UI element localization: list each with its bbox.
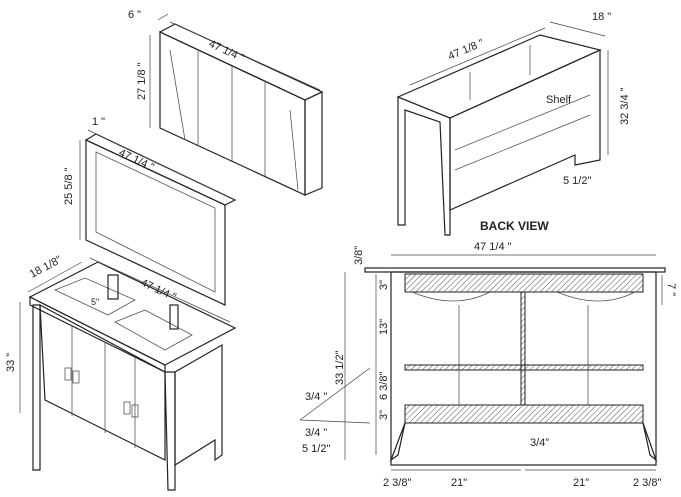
divider-label: 3/4" <box>530 437 549 449</box>
rear-width-label: 47 1/8 " <box>446 37 485 63</box>
sink-drop-label: 7 " <box>665 283 677 296</box>
cabinet-depth-label: 6 " <box>128 9 141 21</box>
mirror-height-label: 25 5/8 " <box>63 167 75 205</box>
right-leg-label: 2 3/8" <box>633 477 661 489</box>
rear-depth-label: 18 " <box>592 11 611 23</box>
back-view-drawing: 47 1/4 " 3/8" 3" 13" 6 3/8" 3" 7 " 33 1/… <box>299 241 677 489</box>
lower-space-label: 6 3/8" <box>378 372 390 400</box>
vanity-depth-label: 18 1/8" <box>28 254 64 281</box>
right-bay-label: 21" <box>573 477 589 489</box>
apron-label: 3" <box>378 280 390 290</box>
mirror-drawing: 1 " 47 1/4 " 25 5/8 " <box>63 116 237 306</box>
back-view-title: BACK VIEW <box>480 219 549 233</box>
left-bay-label: 21" <box>451 477 467 489</box>
shelf-thickness-label: 3/4 " <box>305 391 327 403</box>
vanity-height-label: 33 " <box>5 353 17 372</box>
vanity-drawing: 18 1/8" 47 1/4 " 5" 33 " <box>5 254 237 491</box>
mirror-depth-label: 1 " <box>92 116 105 128</box>
vanity-rear-drawing: 47 1/8 " 18 " 32 3/4 " Shelf 5 1/2" BACK… <box>396 11 631 236</box>
bottom-thickness-label: 3/4 " <box>305 427 327 439</box>
top-thickness-label: 3/8" <box>353 246 365 265</box>
bottom-rail-label: 3" <box>378 410 390 420</box>
left-leg-label: 2 3/8" <box>383 477 411 489</box>
leg-height-label: 5 1/2" <box>302 443 330 455</box>
sink-depth-label: 5" <box>91 297 99 307</box>
medicine-cabinet-drawing: 6 " 47 1/4 " 27 1/8 " <box>128 9 324 196</box>
cabinet-width-label: 47 1/4 " <box>207 38 246 65</box>
cabinet-height-label: 27 1/8 " <box>136 62 148 100</box>
mirror-width-label: 47 1/4 " <box>117 147 156 174</box>
back-width-label: 47 1/4 " <box>474 241 512 253</box>
shelf-offset-label: 5 1/2" <box>563 175 591 187</box>
rear-height-label: 32 3/4 " <box>619 87 631 125</box>
total-height-label: 33 1/2" <box>334 350 346 385</box>
shelf-label: Shelf <box>546 94 572 106</box>
upper-space-label: 13" <box>378 319 390 335</box>
